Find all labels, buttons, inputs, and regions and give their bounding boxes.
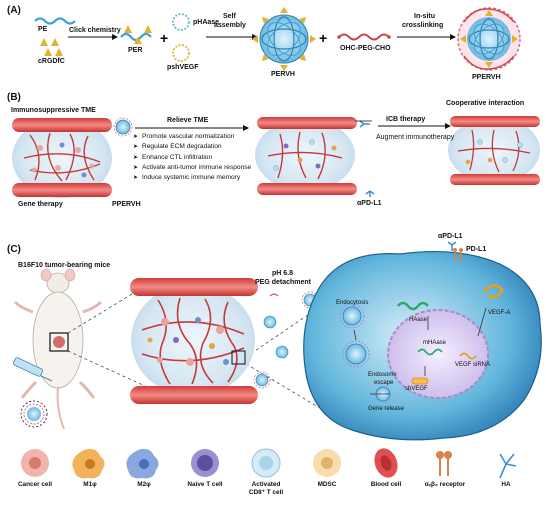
pervh-label: PERVH <box>271 71 295 78</box>
vegfa-label: VEGF-A <box>488 310 511 316</box>
self-assembly-label-2: assembly <box>214 22 246 29</box>
legend-item-m2: M2φ <box>109 481 179 489</box>
legend-label: Blood cell <box>370 481 402 488</box>
legend-item-m1: M1φ <box>55 481 125 489</box>
ohc-peg-label: OHC-PEG-CHO <box>340 45 391 52</box>
panel-a-label: (A) <box>7 5 21 16</box>
icb-therapy-label: ICB therapy <box>386 116 426 123</box>
augment-label: Augment immunotherapy <box>376 134 455 141</box>
benefit-item: Activate anti-tumor immune response <box>133 163 251 174</box>
legend-receptor-icon <box>436 451 452 476</box>
svg-text:+: + <box>319 30 327 46</box>
mice-label: B16F10 tumor-bearing mice <box>18 262 111 269</box>
pervh-particle <box>252 7 316 71</box>
legend-label: Activated <box>251 481 281 488</box>
legend-item-ha: HA <box>471 481 541 489</box>
ph-label-1: pH 6.8 <box>272 270 294 277</box>
legend-label: Naive T cell <box>187 481 223 488</box>
relieve-tme-label: Relieve TME <box>167 117 209 124</box>
endosome-label-1: Endosome <box>368 372 397 378</box>
panel-c-label: (C) <box>7 244 21 255</box>
insitu-label-2: crosslinking <box>402 22 444 29</box>
apdl1-c-label: αPD-L1 <box>438 233 463 240</box>
legend-label: αᵥβ₃ receptor <box>424 481 466 488</box>
mhaase-label: mHAase <box>423 340 447 346</box>
pe-label: PE <box>38 26 48 33</box>
benefit-item: Induce systemic immune memory <box>133 173 251 184</box>
legend-m2-icon <box>126 448 159 479</box>
self-assembly-label-1: Self <box>223 13 236 20</box>
pdl1-label: PD-L1 <box>466 246 487 253</box>
legend-item-cd8: Activated CD8⁺ T cell <box>231 481 301 496</box>
legend-ha-icon <box>499 453 517 479</box>
legend-label: MDSC <box>317 481 337 488</box>
cancer-cell-zoom <box>303 241 542 441</box>
legend-label: CD8⁺ T cell <box>248 488 284 496</box>
per-label: PER <box>128 47 143 54</box>
legend-label: HA <box>501 481 511 488</box>
panel-b-graphics <box>12 116 540 198</box>
panel-a-graphics: + + <box>34 7 521 71</box>
pshvegf-label: pshVEGF <box>167 64 199 71</box>
endosome-label-2: escape <box>374 380 394 386</box>
ph-label-2: PEG detachment <box>255 279 312 286</box>
legend-item-receptor: αᵥβ₃ receptor <box>410 481 480 489</box>
panel-c-graphics <box>12 241 542 441</box>
mouse-illustration <box>13 268 103 430</box>
legend-label: M2φ <box>137 481 151 488</box>
panel-b-label: (B) <box>7 92 21 103</box>
ppervh-b-label: PPERVH <box>112 201 141 208</box>
benefit-item: Enhance CTL infiltration <box>133 153 251 164</box>
gene-therapy-label: Gene therapy <box>18 201 63 208</box>
legend-item-naive-t: Naive T cell <box>170 481 240 489</box>
insitu-label-1: In-situ <box>414 13 435 20</box>
legend-blood-cell-icon <box>374 448 398 478</box>
ppervh-label: PPERVH <box>472 74 501 81</box>
legend-cancer-cell-icon <box>21 449 49 477</box>
legend-m1-icon <box>72 448 105 479</box>
legend-cd8-icon <box>251 448 281 478</box>
ppervh-particle <box>457 7 521 71</box>
crgd-label: cRGDfC <box>38 58 65 65</box>
legend-mdsc-icon <box>313 449 341 477</box>
legend-item-cancer-cell: Cancer cell <box>0 481 70 489</box>
syringe-illustration <box>12 357 53 428</box>
benefit-item: Promote vascular normalization <box>133 132 251 143</box>
endocytosis-label: Endocytosis <box>336 300 369 306</box>
antibody-icon <box>359 120 375 197</box>
benefit-item: Regulate ECM degradation <box>133 142 251 153</box>
phaase-label: pHAase <box>193 19 220 26</box>
legend-icons <box>21 448 517 479</box>
apdl1-b-label: αPD-L1 <box>357 200 382 207</box>
svg-text:+: + <box>160 30 168 46</box>
cooperative-label: Cooperative interaction <box>446 100 525 107</box>
legend-naive-t-icon <box>191 449 219 477</box>
benefit-list: Promote vascular normalization Regulate … <box>133 132 251 184</box>
legend-label: M1φ <box>83 481 97 488</box>
shvegf-label: shVEGF <box>405 386 428 392</box>
gene-release-label: Gene release <box>368 406 405 412</box>
legend-item-mdsc: MDSC <box>292 481 362 489</box>
legend-label: Cancer cell <box>17 481 53 488</box>
tme-label: Immunosuppressive TME <box>11 107 96 114</box>
legend-item-blood-cell: Blood cell <box>351 481 421 489</box>
vegf-sirna-label: VEGF siRNA <box>455 362 491 368</box>
click-chemistry-label: Click chemistry <box>69 27 121 34</box>
haase-label: HAase <box>409 317 428 323</box>
